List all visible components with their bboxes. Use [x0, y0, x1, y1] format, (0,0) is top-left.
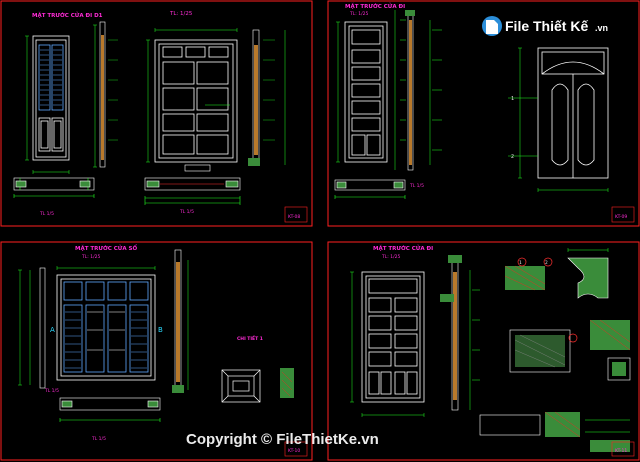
logo-text: File Thiết Kế	[505, 18, 588, 34]
profile-detail-2	[567, 248, 609, 299]
double-door-elevation	[154, 39, 238, 163]
tall-door-dimensions	[336, 10, 442, 170]
panel-1-title: MẶT TRƯỚC CỬA ĐI D1	[32, 11, 103, 19]
panel-3-side-caption: TL 1/5	[44, 388, 59, 394]
panel-1-title-2: TL: 1/25	[169, 11, 193, 17]
panel-door-section	[440, 255, 462, 411]
profile-detail-4	[589, 319, 631, 381]
axis-b-marker: B	[158, 326, 163, 334]
panel-1-plan-caption: TL 1/5	[39, 211, 54, 217]
double-door-section	[248, 29, 286, 166]
callout-1: 1	[519, 260, 522, 266]
window-elevation	[56, 274, 156, 381]
panel-1-code: KT-08	[288, 214, 300, 220]
window-side-section	[39, 249, 189, 393]
panel-door-dimensions	[350, 270, 480, 417]
door-d1-plan	[13, 177, 95, 198]
window-detail	[221, 369, 261, 403]
panel-2-title: MẶT TRƯỚC CỬA ĐI	[345, 2, 405, 10]
panel-2-caption: TL 1/5	[409, 183, 424, 189]
callout-2: 2	[545, 260, 548, 266]
profile-detail-5	[479, 411, 630, 452]
panel-3-subtitle: TL: 1/25	[81, 254, 100, 260]
door-d1-section	[99, 21, 118, 168]
panel-3-detail-title: CHI TIẾT 1	[237, 334, 263, 342]
panel-2: MẶT TRƯỚC CỬA ĐI TL: 1/25	[334, 2, 635, 223]
window-detail-hatch	[280, 368, 294, 398]
panel-4-code: KT-11	[615, 448, 627, 454]
panel-2-subtitle: TL: 1/25	[349, 11, 368, 17]
arched-door-marker-2: 2	[511, 154, 514, 160]
door-d1-elevation	[32, 35, 70, 161]
profile-detail-3	[509, 329, 578, 373]
panel-3-plan-caption: TL 1/5	[91, 436, 106, 442]
tall-door-elevation	[344, 21, 388, 163]
tall-door-plan	[334, 179, 406, 199]
panel-door-elevation	[361, 271, 425, 403]
window-plan	[59, 397, 161, 422]
panel-3-title: MẶT TRƯỚC CỬA SỔ	[75, 244, 137, 252]
panel-1: MẶT TRƯỚC CỬA ĐI D1 TL: 1/25	[13, 11, 308, 223]
copyright-watermark: Copyright © FileThietKe.vn	[186, 431, 379, 448]
panel-1-dimensions	[25, 24, 97, 174]
logo-tld: .vn	[595, 23, 608, 33]
window-dimensions	[18, 266, 156, 386]
panel-2-code: KT-09	[615, 214, 627, 220]
panel-4-title: MẶT TRƯỚC CỬA ĐI	[373, 244, 433, 252]
arched-door-elevation	[537, 47, 609, 179]
panel-3-code: KT-10	[288, 448, 300, 454]
panel-4: MẶT TRƯỚC CỬA ĐI TL: 1/25	[350, 244, 635, 457]
panel-3: MẶT TRƯỚC CỬA SỔ TL: 1/25 A B	[18, 244, 308, 457]
arched-door-dimensions	[508, 47, 609, 192]
arched-door-marker-1: 1	[511, 96, 514, 102]
axis-a-marker: A	[50, 326, 55, 334]
double-door-plan	[144, 164, 241, 205]
tall-door-section	[405, 10, 415, 171]
double-door-dimensions	[146, 28, 238, 163]
panel-4-subtitle: TL: 1/25	[381, 254, 400, 260]
logo-watermark: File Thiết Kế .vn	[482, 16, 608, 36]
profile-detail-1	[504, 257, 553, 291]
panel-1-double-caption: TL 1/5	[179, 209, 194, 215]
